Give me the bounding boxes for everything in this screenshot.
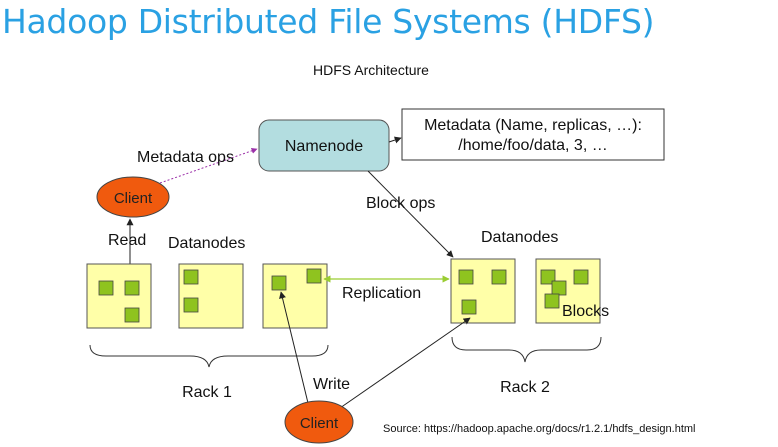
- namenode-box: [258, 119, 390, 172]
- source-citation: Source: https://hadoop.apache.org/docs/r…: [383, 423, 695, 435]
- block: [183, 269, 199, 285]
- block: [183, 297, 199, 313]
- rack1-label: Rack 1: [182, 384, 232, 401]
- rack1-brace: [89, 344, 329, 368]
- replication-label: Replication: [342, 285, 421, 302]
- datanodes-right-label: Datanodes: [481, 229, 558, 246]
- metadata-line-2: /home/foo/data, 3, …: [458, 137, 607, 154]
- slide-title: Hadoop Distributed File Systems (HDFS): [2, 2, 655, 41]
- block: [306, 268, 322, 284]
- rack2-brace: [451, 336, 602, 363]
- metadata-ops-arrow: [159, 147, 258, 184]
- block: [271, 275, 287, 291]
- block: [98, 280, 114, 296]
- client-bottom-label: Client: [300, 415, 339, 432]
- client-bottom: [284, 400, 354, 444]
- rack2-label: Rack 2: [500, 379, 550, 396]
- block: [540, 269, 556, 285]
- block: [551, 280, 567, 296]
- block: [491, 269, 507, 285]
- blocks-label: Blocks: [562, 303, 609, 320]
- client-top: [96, 176, 170, 218]
- datanodes-left-label: Datanodes: [168, 235, 245, 252]
- read-label: Read: [108, 232, 146, 249]
- block: [544, 293, 560, 309]
- client-top-label: Client: [114, 190, 153, 207]
- namenode-label: Namenode: [285, 138, 363, 155]
- block-ops-label: Block ops: [366, 195, 435, 212]
- metadata-box: [401, 108, 665, 161]
- block: [124, 307, 140, 323]
- namenode-to-metadata-arrow: [388, 136, 402, 144]
- block: [573, 269, 589, 285]
- datanode-rack1-1: [86, 263, 152, 329]
- datanode-rack2-1: [450, 258, 516, 324]
- write-label: Write: [313, 376, 350, 393]
- block: [124, 280, 140, 296]
- block: [458, 269, 474, 285]
- diagram-subtitle: HDFS Architecture: [313, 62, 429, 78]
- block-ops-arrow: [367, 170, 454, 258]
- metadata-ops-label: Metadata ops: [137, 149, 234, 166]
- block: [461, 299, 477, 315]
- write-arrow-rack1: [279, 291, 309, 404]
- write-arrow-rack2: [339, 317, 471, 409]
- metadata-line-1: Metadata (Name, replicas, …):: [424, 117, 642, 134]
